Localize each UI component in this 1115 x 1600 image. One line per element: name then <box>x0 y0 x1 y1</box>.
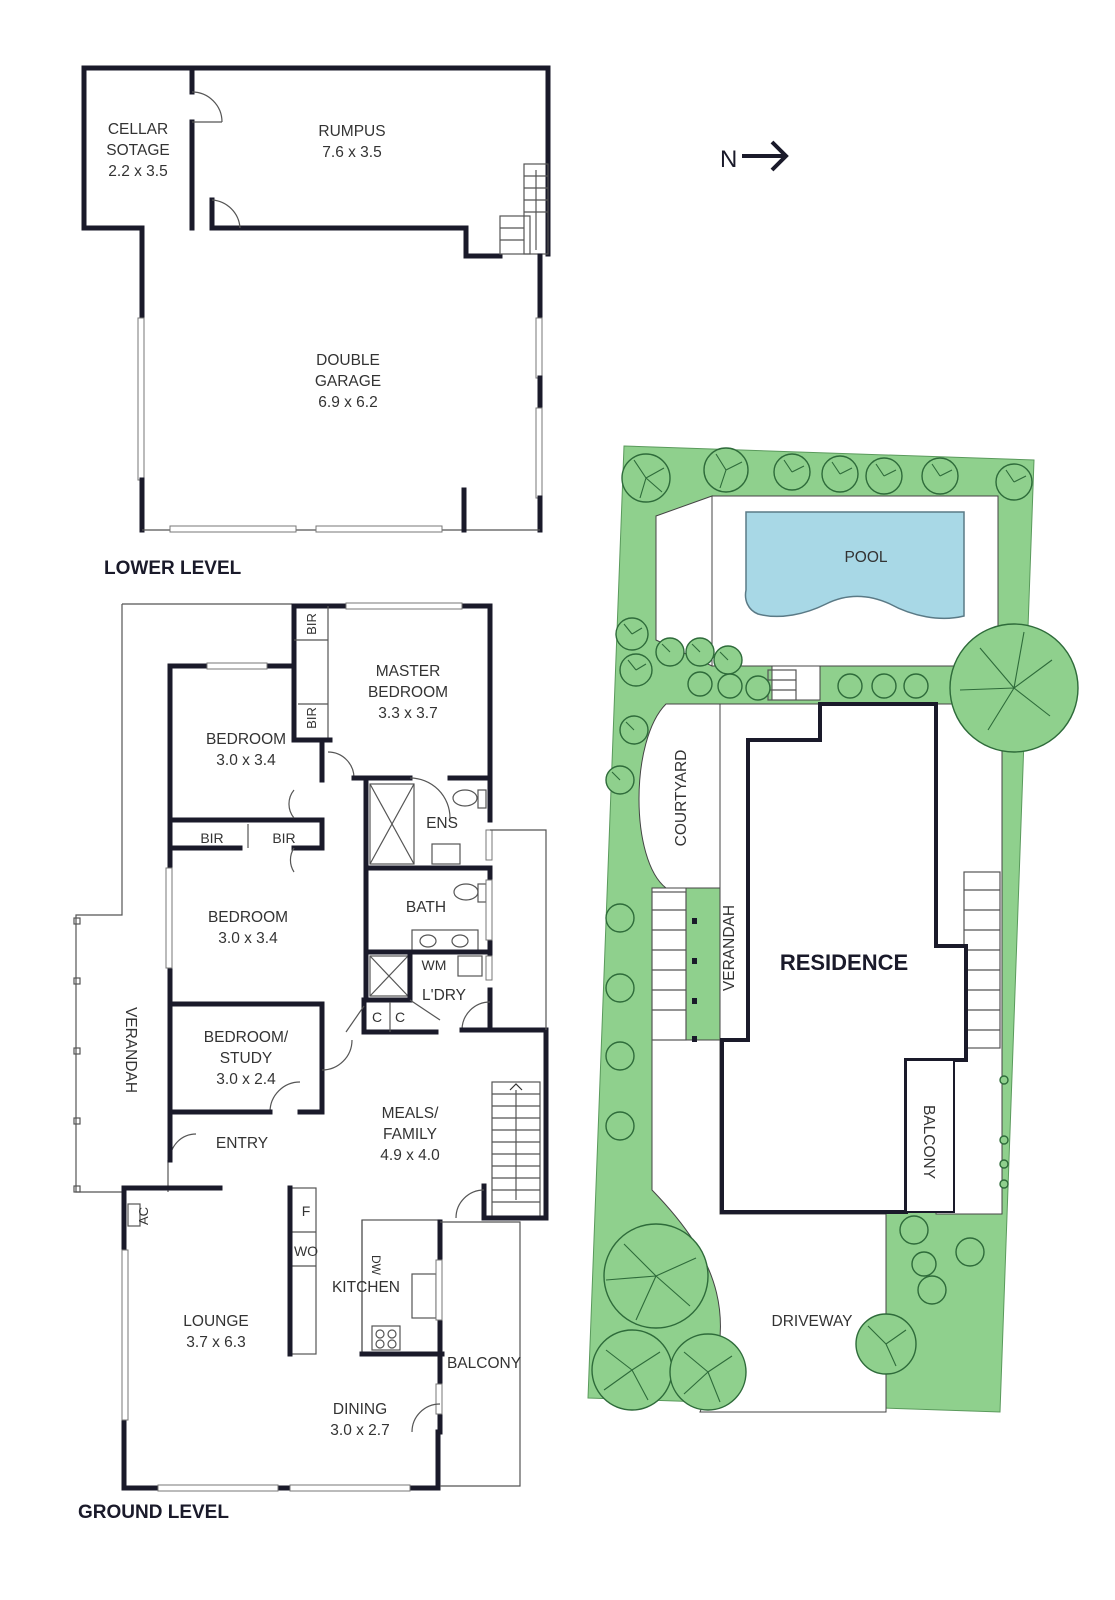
ground-level-title: GROUND LEVEL <box>78 1502 229 1523</box>
north-label: N <box>720 146 737 173</box>
dishwasher-label: DW <box>369 1255 383 1276</box>
entry-label: ENTRY <box>216 1135 268 1152</box>
cupboard-label-1: C <box>372 1009 382 1025</box>
ground-level-plan <box>73 602 549 1492</box>
ground-stairs <box>491 1081 541 1219</box>
bir-label-1: BIR <box>200 830 223 846</box>
fridge-label: F <box>302 1203 311 1219</box>
lower-level-title: LOWER LEVEL <box>104 558 242 579</box>
laundry-label: L'DRY <box>422 987 466 1004</box>
ac-label: AC <box>136 1207 151 1225</box>
ground-verandah-label: VERANDAH <box>122 1007 139 1093</box>
site-balcony-label: BALCONY <box>920 1105 937 1179</box>
wm-label: WM <box>422 957 447 973</box>
lower-stairs <box>499 163 549 255</box>
driveway-label: DRIVEWAY <box>772 1313 853 1330</box>
site-verandah-label: VERANDAH <box>721 905 738 991</box>
kitchen-label: KITCHEN <box>332 1279 400 1296</box>
courtyard-label: COURTYARD <box>673 750 690 847</box>
lower-level-plan <box>81 65 551 533</box>
pool-label: POOL <box>844 549 887 566</box>
ens-label: ENS <box>426 815 458 832</box>
bir-label-2: BIR <box>272 830 295 846</box>
north-arrow-icon <box>742 140 789 172</box>
site-trees <box>591 447 1079 1411</box>
bir-label-4: BIR <box>304 707 319 729</box>
cupboard-label-2: C <box>395 1009 405 1025</box>
bath-label: BATH <box>406 899 446 916</box>
residence-label: RESIDENCE <box>780 950 908 975</box>
ground-balcony-label: BALCONY <box>447 1355 521 1372</box>
wall-oven-label: WO <box>294 1243 318 1259</box>
pool-shape <box>744 511 965 620</box>
bir-label-3: BIR <box>304 613 319 635</box>
site-plan <box>587 445 1079 1413</box>
